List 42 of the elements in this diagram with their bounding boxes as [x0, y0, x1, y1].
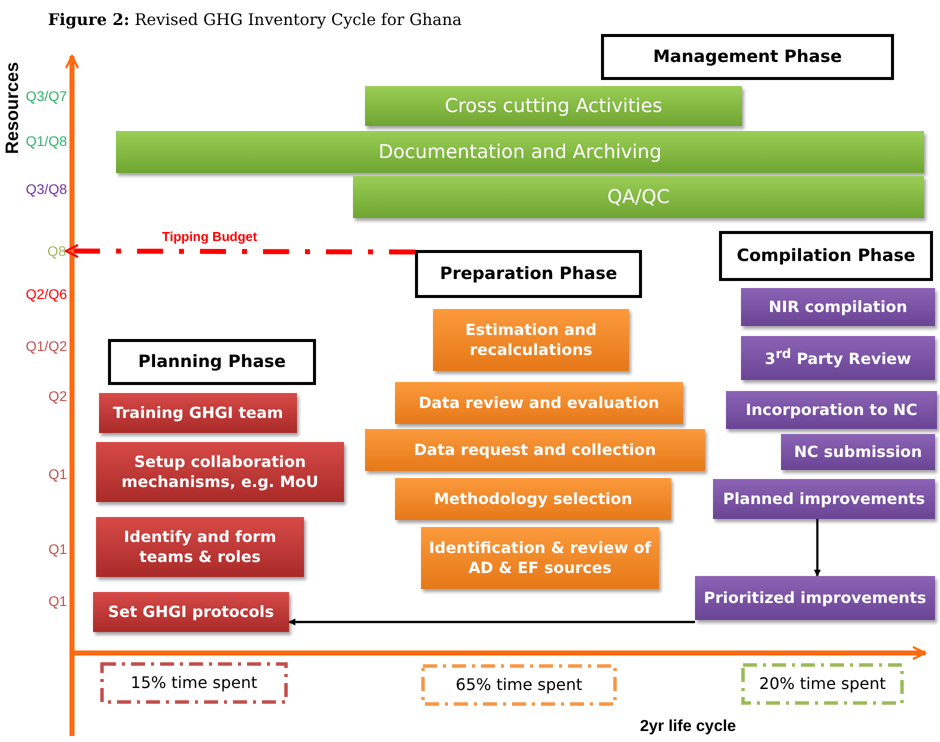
axis-tick-label: Q1 [48, 593, 67, 609]
axis-tick-label: Q3/Q8 [26, 181, 67, 197]
axis-tick-label: Q2/Q6 [26, 286, 67, 302]
axis-tick-label: Q1/Q2 [26, 338, 67, 354]
preparation-step-box: Methodology selection [395, 478, 671, 520]
phase-heading-box: Planning Phase [108, 339, 316, 385]
compilation-step-box: NIR compilation [741, 288, 935, 326]
preparation-step-box: Estimation and recalculations [433, 309, 629, 371]
axis-title: Resources [2, 62, 23, 154]
time-share-box: 20% time spent [741, 663, 904, 705]
planning-step-box: Training GHGI team [99, 393, 297, 433]
edge-label: Tipping Budget [160, 229, 260, 244]
phase-heading-box: Management Phase [601, 34, 894, 80]
planning-step-box: Set GHGI protocols [93, 592, 289, 632]
compilation-step-box: Planned improvements [713, 479, 935, 519]
phase-heading-box: Preparation Phase [415, 250, 642, 298]
axis-tick-label: Q2 [48, 388, 67, 404]
compilation-step-box: 3$^{rd}$ Party Review [741, 336, 935, 380]
axis-tick-label: Q1 [48, 541, 67, 557]
axis-tick-label: Q1 [48, 466, 67, 482]
phase-heading-box: Compilation Phase [719, 231, 933, 281]
time-share-box: 15% time spent [100, 662, 288, 704]
activity-bar: Documentation and Archiving [116, 131, 924, 173]
compilation-step-box: Prioritized improvements [695, 576, 935, 620]
axis-title: 2yr life cycle [640, 718, 736, 736]
compilation-step-box: NC submission [781, 434, 935, 470]
preparation-step-box: Identification & review of AD & EF sources [421, 527, 659, 589]
time-share-box: 65% time spent [421, 664, 617, 706]
planning-step-box: Identify and form teams & roles [96, 517, 304, 577]
arrow [288, 618, 695, 626]
activity-bar: Cross cutting Activities [365, 86, 742, 126]
preparation-step-box: Data request and collection [365, 429, 705, 471]
axis-tick-label: Q1/Q8 [26, 133, 67, 149]
activity-bar: QA/QC [353, 176, 924, 218]
axis-tick-label: Q8 [44, 241, 66, 261]
axis-tick-label: Q3/Q7 [26, 88, 67, 104]
figure-title: Figure 2: Revised GHG Inventory Cycle for Ghana [48, 10, 462, 29]
compilation-step-box: Incorporation to NC [726, 391, 937, 429]
arrow [64, 244, 415, 258]
arrow [814, 519, 821, 577]
preparation-step-box: Data review and evaluation [395, 382, 683, 424]
planning-step-box: Setup collaboration mechanisms, e.g. MoU [96, 442, 344, 502]
